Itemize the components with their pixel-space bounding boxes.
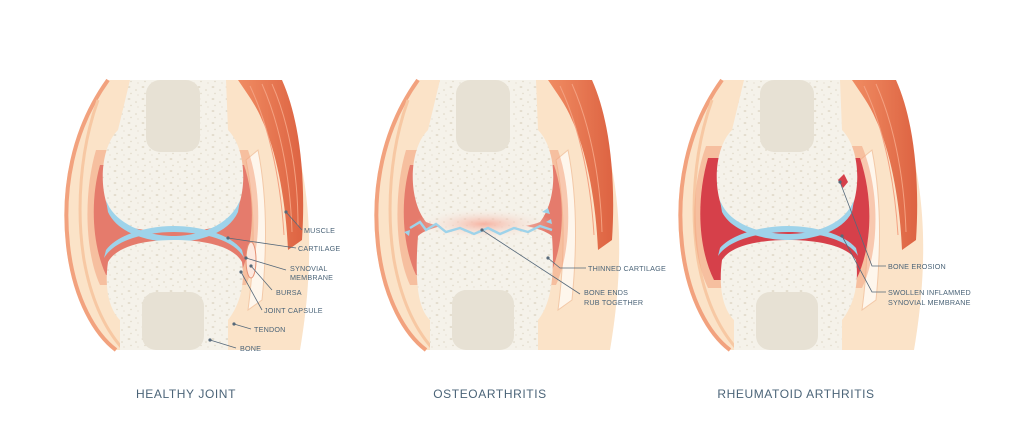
upper-bone xyxy=(412,80,554,230)
label-joint-capsule: JOINT CAPSULE xyxy=(264,306,323,315)
label-rub-1: BONE ENDS xyxy=(584,288,628,297)
label-bone-erosion: BONE EROSION xyxy=(888,262,946,271)
panel-rheumatoid: BONE EROSION SWOLLEN INFLAMMED SYNOVIAL … xyxy=(678,78,971,401)
caption-healthy: HEALTHY JOINT xyxy=(136,387,236,401)
lower-marrow xyxy=(452,290,514,350)
lower-marrow xyxy=(756,292,818,350)
panel-healthy: MUSCLE CARTILAGE SYNOVIAL MEMBRANE BURSA… xyxy=(64,78,340,401)
muscle xyxy=(238,80,304,250)
healthy-leaders xyxy=(208,210,303,349)
caption-rheumatoid: RHEUMATOID ARTHRITIS xyxy=(717,387,874,401)
label-swollen-1: SWOLLEN INFLAMMED xyxy=(888,288,971,297)
oa-leaders xyxy=(480,228,586,295)
label-synovial-2: MEMBRANE xyxy=(290,273,333,282)
lower-marrow xyxy=(142,292,204,350)
thinned-cartilage xyxy=(409,220,553,236)
label-cartilage: CARTILAGE xyxy=(298,244,340,253)
label-thinned-cartilage: THINNED CARTILAGE xyxy=(588,264,666,273)
bursa xyxy=(245,241,257,279)
lower-cartilage xyxy=(104,226,244,258)
label-bone: BONE xyxy=(240,344,261,353)
muscle xyxy=(548,80,614,250)
bone-erosion xyxy=(838,174,848,188)
lower-cartilage xyxy=(718,226,858,256)
ra-leaders xyxy=(838,180,886,293)
upper-bone xyxy=(716,80,858,232)
upper-marrow xyxy=(760,80,814,152)
upper-marrow xyxy=(456,80,510,152)
caption-osteoarthritis: OSTEOARTHRITIS xyxy=(433,387,547,401)
label-bursa: BURSA xyxy=(276,288,302,297)
upper-marrow xyxy=(146,80,200,152)
label-muscle: MUSCLE xyxy=(304,226,335,235)
label-tendon: TENDON xyxy=(254,325,286,334)
label-swollen-2: SYNOVIAL MEMBRANE xyxy=(888,298,971,307)
muscle xyxy=(852,80,918,250)
label-rub-2: RUB TOGETHER xyxy=(584,298,643,307)
panel-osteoarthritis: THINNED CARTILAGE BONE ENDS RUB TOGETHER… xyxy=(374,78,666,401)
outer-skin-line xyxy=(64,78,118,352)
label-synovial-1: SYNOVIAL xyxy=(290,264,328,273)
upper-bone xyxy=(102,80,244,232)
